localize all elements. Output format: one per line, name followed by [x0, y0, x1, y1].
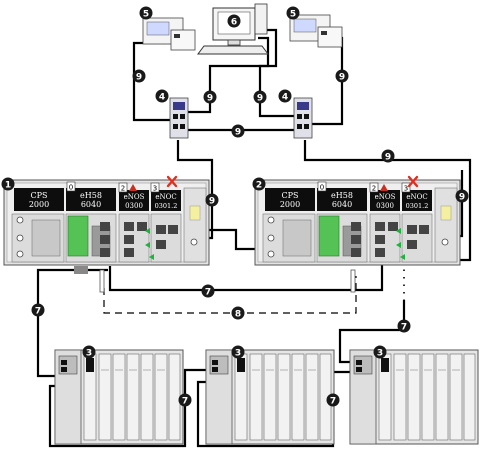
ethernet-switch-left	[169, 97, 189, 139]
badge-device-left: 5	[139, 6, 153, 20]
cable-ring-drop1-to-drop2	[48, 368, 207, 448]
rack-2-noc-label-1: eNOC	[406, 193, 427, 201]
rack-2-slot-0: 0	[317, 181, 327, 192]
cable-ring-left-down	[36, 268, 108, 378]
rack-1-slot-0: 0	[66, 181, 76, 192]
badge-drop-left: 3	[82, 345, 96, 359]
badge-cable-tr1: 9	[253, 90, 267, 104]
svg-text:6: 6	[231, 18, 237, 28]
svg-text:2: 2	[256, 181, 262, 191]
svg-text:0: 0	[320, 184, 324, 192]
badge-cable-r1: 9	[205, 193, 219, 207]
badge-cable-tr2: 9	[335, 69, 349, 83]
rack-2-ps-label-2: 2000	[280, 200, 300, 209]
rack-1-noc-label-1: eNOC	[155, 193, 176, 201]
svg-text:3: 3	[404, 185, 408, 193]
rack-2-eth-label-1: eNOS	[375, 193, 396, 201]
rack-1-ps-label-2: 2000	[29, 200, 49, 209]
svg-text:7: 7	[182, 397, 188, 407]
pc-workstation	[197, 3, 269, 55]
svg-text:3: 3	[153, 185, 157, 193]
cable-pc-to-switch-left	[183, 36, 270, 114]
cable-ring-rack1-to-rack2	[108, 262, 384, 292]
svg-text:7: 7	[330, 397, 336, 407]
badge-cable-long: 9	[381, 149, 395, 163]
badge-ring-bl: 7	[178, 393, 192, 407]
rack-2-slot-3: 3	[401, 182, 411, 193]
badge-pc: 6	[227, 14, 241, 28]
badge-ring-mid: 7	[201, 284, 215, 298]
badge-drop-mid: 3	[231, 345, 245, 359]
svg-text:2: 2	[121, 185, 125, 193]
io-drop-left	[54, 349, 184, 445]
rack-2-error-x-icon	[407, 175, 419, 188]
hmi-device-left	[142, 17, 196, 51]
rack-2-cpu-label-1: eH58	[331, 191, 353, 200]
badge-cable-tm: 9	[203, 90, 217, 104]
rack-1-slot-2: 2	[118, 182, 137, 193]
svg-text:9: 9	[207, 94, 213, 104]
rack-1-ps-label-1: CPS	[31, 191, 48, 200]
rack-2-noc-label-2: 0301.2	[406, 202, 429, 210]
badge-switch-left: 4	[155, 89, 169, 103]
badge-cable-tl: 9	[132, 69, 146, 83]
rack-1-error-x-icon	[166, 175, 178, 188]
badge-device-right: 5	[286, 6, 300, 20]
rack-2: CPS 2000 eH58 6040 eNOS 0300 eNOC 0301.2…	[254, 175, 461, 293]
svg-text:7: 7	[35, 307, 41, 317]
svg-text:3: 3	[86, 349, 92, 359]
svg-text:3: 3	[235, 349, 241, 359]
rack-1-slot-3: 3	[150, 182, 160, 193]
rack-2-eth-label-2: 0300	[376, 202, 394, 210]
rack-1-cpu-label-2: 6040	[81, 200, 101, 209]
badge-drop-right: 3	[373, 345, 387, 359]
badge-rack-2: 2	[252, 177, 266, 191]
svg-text:9: 9	[257, 94, 263, 104]
rack-2-ps-label-1: CPS	[282, 191, 299, 200]
badge-ring-br: 7	[326, 393, 340, 407]
svg-text:7: 7	[401, 323, 407, 333]
svg-text:9: 9	[459, 193, 465, 203]
callout-badges: 1 2 3 3 3 4 4 5 5 6 7 7 7 7 7 8 9 9 9 9 …	[1, 6, 469, 407]
svg-text:5: 5	[290, 10, 296, 20]
svg-text:4: 4	[159, 93, 165, 103]
badge-ring-left: 7	[31, 303, 45, 317]
svg-text:9: 9	[235, 128, 241, 138]
svg-text:2: 2	[372, 185, 376, 193]
svg-text:4: 4	[282, 93, 288, 103]
svg-text:9: 9	[339, 73, 345, 83]
svg-text:9: 9	[385, 153, 391, 163]
badge-cable-mid: 9	[231, 124, 245, 138]
svg-text:9: 9	[209, 197, 215, 207]
ethernet-switch-right	[293, 97, 313, 139]
rack-1: CPS 2000 eH58 6040 eNOS 0300 eNOC 0301.2…	[3, 175, 210, 293]
svg-text:9: 9	[136, 73, 142, 83]
svg-text:0: 0	[69, 184, 73, 192]
dashed-sync-link	[103, 276, 357, 314]
svg-text:3: 3	[377, 349, 383, 359]
cable-pc-to-switch-right	[255, 28, 296, 118]
svg-text:8: 8	[235, 310, 241, 320]
badge-link-8: 8	[231, 306, 245, 320]
rack-2-cpu-label-2: 6040	[332, 200, 352, 209]
badge-switch-right: 4	[278, 89, 292, 103]
svg-text:7: 7	[205, 288, 211, 298]
io-drop-right	[349, 349, 479, 445]
svg-text:5: 5	[143, 10, 149, 20]
cable-ring-drop2-to-drop3	[196, 370, 355, 448]
cable-device-right-to-switch	[308, 36, 344, 126]
rack-1-cpu-label-1: eH58	[80, 191, 102, 200]
svg-text:1: 1	[5, 181, 11, 191]
rack-1-eth-label-1: eNOS	[124, 193, 145, 201]
badge-rack-1: 1	[1, 177, 15, 191]
rack-2-slot-2: 2	[369, 182, 388, 193]
rack-1-noc-label-2: 0301.2	[155, 202, 178, 210]
io-drop-mid	[205, 349, 335, 445]
badge-cable-r2: 9	[455, 189, 469, 203]
hmi-device-right	[289, 14, 343, 48]
badge-ring-right: 7	[397, 319, 411, 333]
rack-1-eth-label-2: 0300	[125, 202, 143, 210]
